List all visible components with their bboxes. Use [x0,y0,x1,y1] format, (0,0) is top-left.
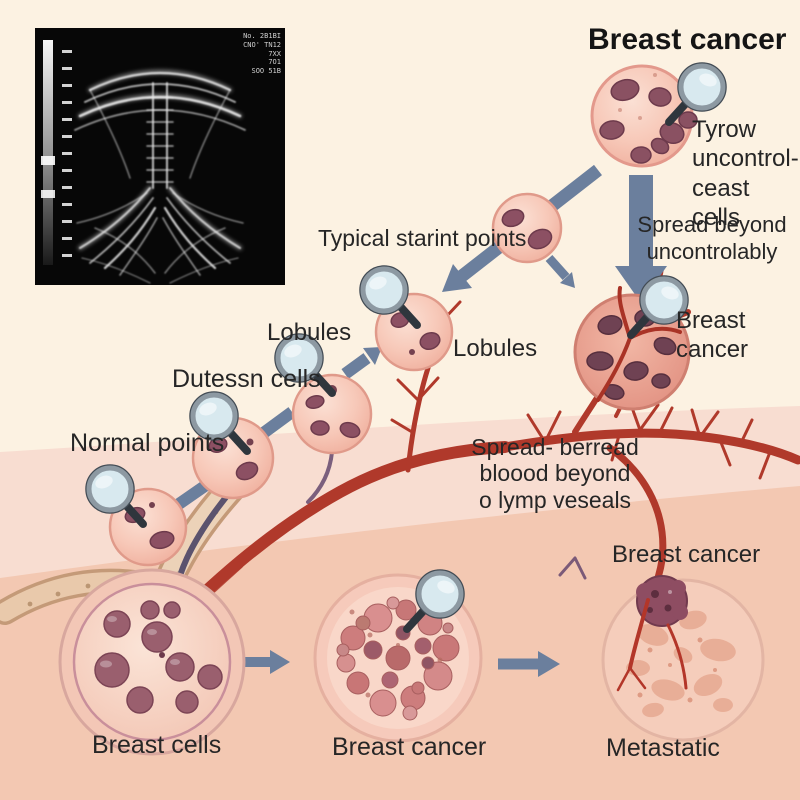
label-metastatic: Metastatic [606,734,720,762]
label-typical-starting-points: Typical starint points [318,225,527,251]
label-breast-cancer-bottom: Breast cancer [332,733,487,761]
tumor-blob [636,575,688,627]
mammogram-inset: No. 2B1BI CNO' TN12 7XX 7O1 SOO 51B [35,28,285,285]
label-duct-cells: Dutessn cells [172,365,321,393]
label-breast-cancer-mid: Breast cancer [612,541,761,568]
label-uncontrolled-cells: Tyrow uncontrol- ceast cells [692,116,799,231]
label-spread-beyond: Spread beyond uncontrolably [637,212,787,264]
label-lobules-left: Lobules [267,319,352,346]
cell-d [374,292,454,372]
page-title: Breast cancer [588,23,787,56]
tissue-fibers [74,72,246,284]
lymph-twig [558,556,587,580]
cell-on-arrow [491,192,563,264]
top-cancer-cell [590,64,698,168]
mammogram-image [35,28,285,285]
cell-stem-vessel [306,450,334,504]
scale-ticks [41,50,72,257]
label-spread-blood: Spread- berread bloood beyond o lymp ves… [471,434,639,513]
label-breast-cells: Breast cells [92,731,222,759]
metastatic-vessels [616,598,688,692]
label-normal-points: Normal points [70,429,225,457]
breast-cells-lobule [58,568,246,756]
label-breast-cancer-right: Breast cancer [676,307,749,364]
inset-metadata-text: No. 2B1BI CNO' TN12 7XX 7O1 SOO 51B [243,32,281,75]
metastatic-circle [601,575,765,742]
label-lobules-center: Lobules [453,335,538,362]
